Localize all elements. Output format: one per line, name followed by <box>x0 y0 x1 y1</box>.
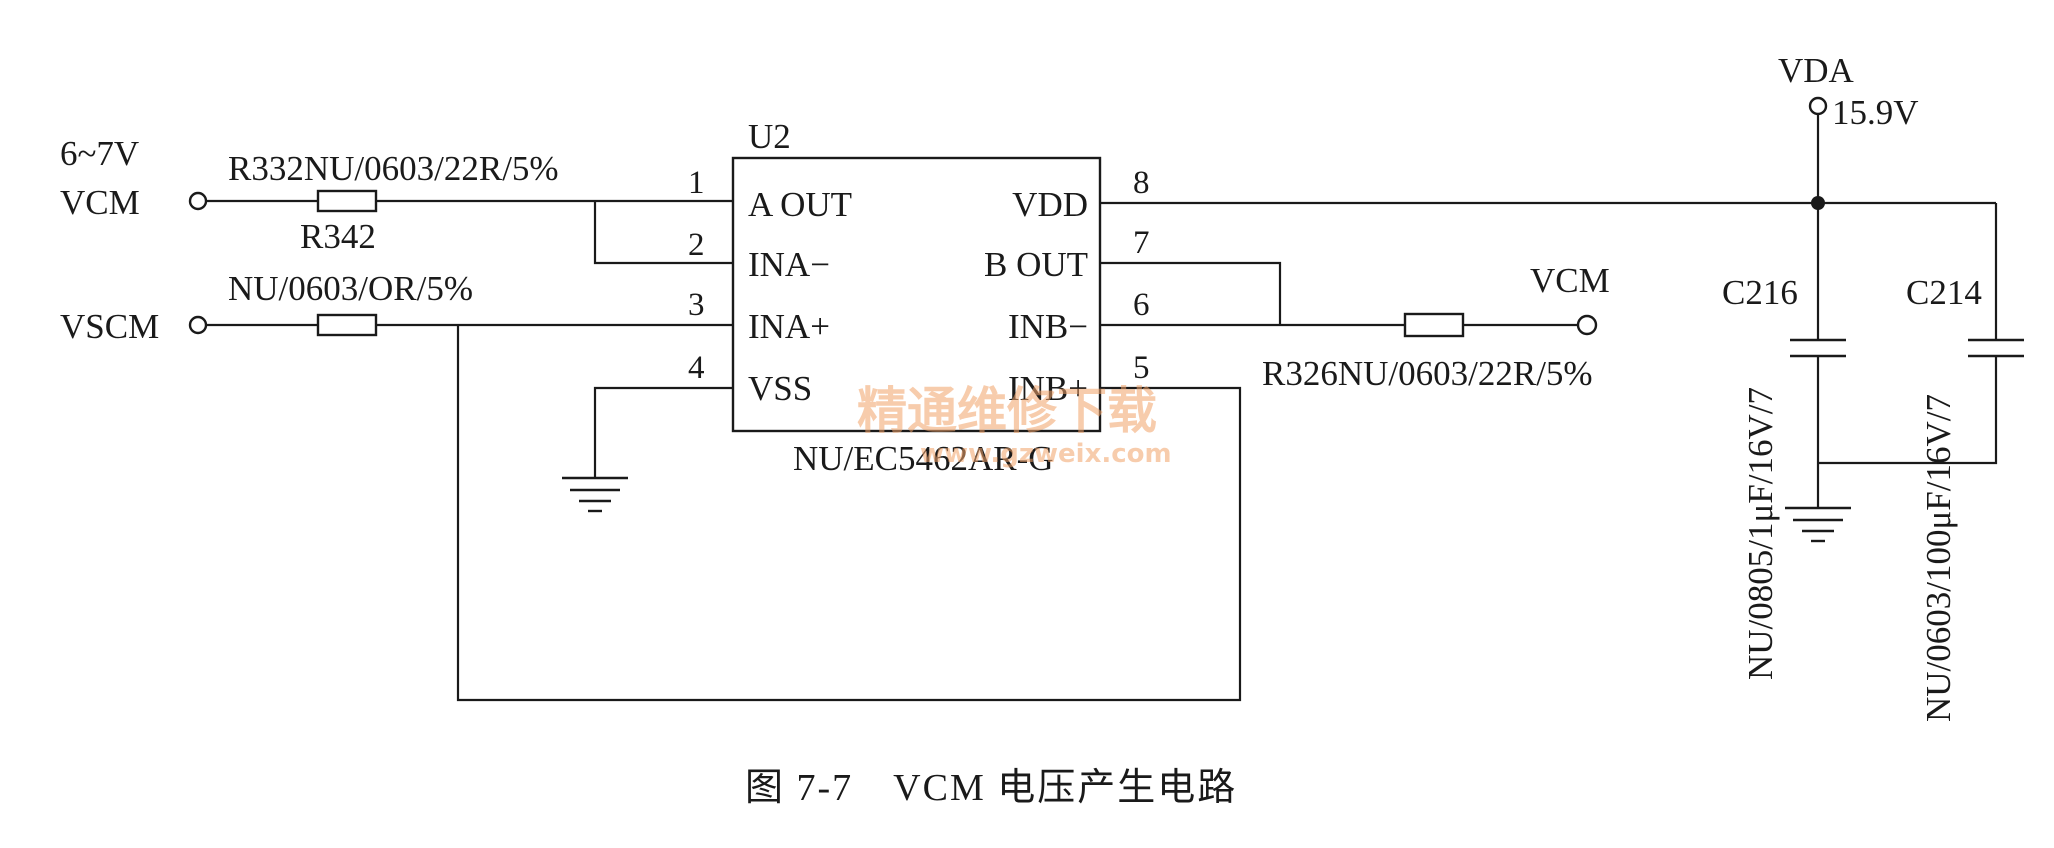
wire-c214-bottom <box>1818 356 1998 465</box>
figure-caption: 图 7-7 VCM 电压产生电路 <box>745 767 1237 809</box>
resistor-vscm <box>316 313 378 337</box>
vda-voltage-label: 15.9V <box>1832 93 1919 132</box>
wire-pin4-ground <box>593 386 733 478</box>
vcm-output-label: VCM <box>1530 261 1610 300</box>
junction-vda <box>1811 196 1825 210</box>
watermark-text: 精通维修下载 <box>857 382 1157 440</box>
terminals <box>188 96 1828 336</box>
r332-label: R332NU/0603/22R/5% <box>228 149 559 188</box>
ic-reference-label: U2 <box>748 117 791 156</box>
wires <box>206 114 1998 702</box>
pin-name-inb-minus: INB− <box>1008 307 1088 346</box>
ground-symbol-vss <box>562 476 628 513</box>
pin-name-vdd: VDD <box>1012 185 1088 224</box>
pin-number-8: 8 <box>1133 165 1150 201</box>
c214-value-label: NU/0603/100μF/16V/7 <box>1919 394 1958 722</box>
r326-label: R326NU/0603/22R/5% <box>1262 354 1593 393</box>
vda-label: VDA <box>1778 51 1855 90</box>
pin-number-2: 2 <box>688 227 705 263</box>
wire-pin1-pin2-feedback <box>593 201 733 265</box>
ic-u2-body <box>731 156 1102 433</box>
pin-name-b-out: B OUT <box>984 245 1088 284</box>
c214-reference-label: C214 <box>1906 273 1982 312</box>
terminal-vcm-out <box>1576 314 1598 336</box>
c216-value-label: NU/0805/1μF/16V/7 <box>1741 387 1780 680</box>
wire-pin7-pin6-feedback <box>1100 261 1282 325</box>
capacitor-c214 <box>1968 338 2024 358</box>
watermark-url: www.gzweix.com <box>920 439 1172 469</box>
pin-number-7: 7 <box>1133 225 1150 261</box>
vcm-input-label: VCM <box>60 183 140 222</box>
pin-number-5: 5 <box>1133 350 1150 386</box>
pin-name-vss: VSS <box>748 369 812 408</box>
terminal-vscm-in <box>188 315 208 335</box>
vscm-input-label: VSCM <box>60 307 159 346</box>
vcm-input-voltage-label: 6~7V <box>60 134 139 173</box>
pin-name-ina-minus: INA− <box>748 245 830 284</box>
capacitor-c216 <box>1790 338 1846 358</box>
wire-pin3-pin5-loop <box>456 325 1242 702</box>
terminal-vda <box>1808 96 1828 116</box>
terminal-vcm-in <box>188 191 208 211</box>
pin-name-a-out: A OUT <box>748 185 852 224</box>
pin-number-3: 3 <box>688 287 705 323</box>
ground-symbol-caps <box>1785 506 1851 543</box>
pin-name-inb-plus: INB+ <box>1008 369 1088 408</box>
ic-part-number-label: NU/EC5462AR-G <box>793 439 1054 478</box>
pin-number-1: 1 <box>688 165 705 201</box>
resistor-r326 <box>1403 312 1465 338</box>
pin-number-6: 6 <box>1133 287 1150 323</box>
c216-reference-label: C216 <box>1722 273 1798 312</box>
pin-number-4: 4 <box>688 350 705 386</box>
r342-label: R342 <box>300 217 376 256</box>
vscm-resistor-label: NU/0603/OR/5% <box>228 269 473 308</box>
pin-name-ina-plus: INA+ <box>748 307 830 346</box>
resistor-r342 <box>316 189 378 213</box>
